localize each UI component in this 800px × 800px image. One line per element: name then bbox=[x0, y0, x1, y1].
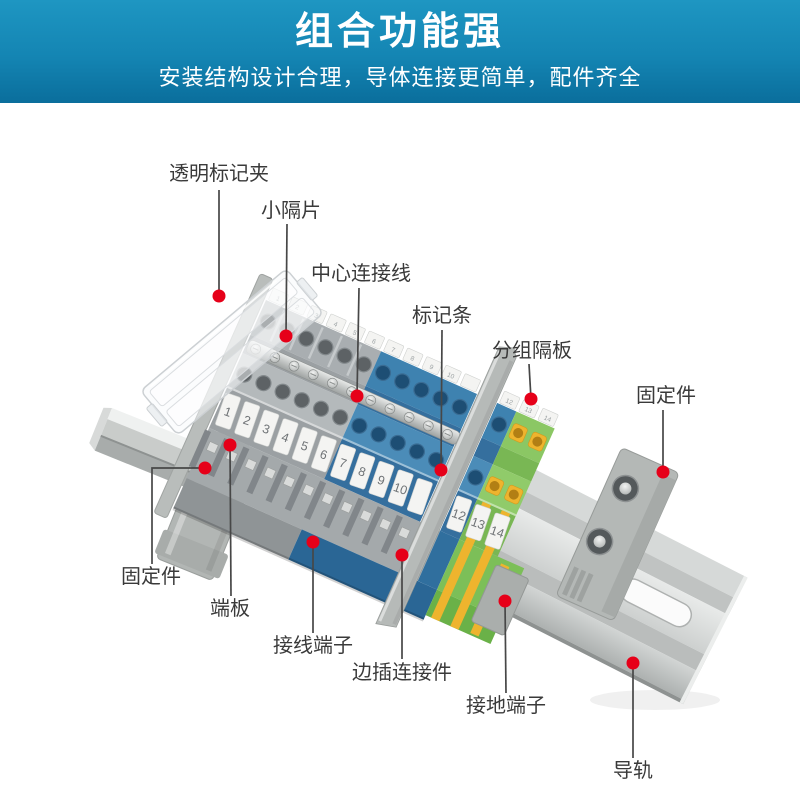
callout-layer: 透明标记夹 小隔片 中心连接线 标记条 分组隔板 固定件 固定件 端板 bbox=[121, 162, 696, 782]
svg-text:1: 1 bbox=[222, 404, 233, 420]
header-banner: 组合功能强 安装结构设计合理，导体连接更简单，配件齐全 bbox=[0, 0, 800, 103]
page-title: 组合功能强 bbox=[294, 10, 505, 53]
svg-text:3: 3 bbox=[260, 421, 271, 437]
svg-text:14: 14 bbox=[543, 415, 553, 424]
label-wiring-terminal: 接线端子 bbox=[273, 634, 353, 657]
svg-text:13: 13 bbox=[523, 406, 533, 415]
callout-dot bbox=[198, 461, 212, 475]
right-fixing-bracket bbox=[556, 448, 679, 620]
leader-line bbox=[285, 223, 288, 337]
callout-dot bbox=[524, 392, 538, 406]
leader-line bbox=[229, 444, 232, 597]
svg-text:7: 7 bbox=[390, 347, 397, 355]
leader-line bbox=[151, 467, 199, 564]
svg-text:10: 10 bbox=[391, 480, 409, 498]
svg-text:2: 2 bbox=[241, 413, 252, 429]
svg-text:8: 8 bbox=[356, 464, 367, 480]
top-hole-row-2 bbox=[236, 366, 524, 505]
label-side-plug-connector: 边插连接件 bbox=[352, 661, 452, 684]
label-fixing-piece-left: 固定件 bbox=[121, 565, 181, 588]
svg-text:4: 4 bbox=[280, 430, 291, 446]
callout-dot bbox=[212, 289, 226, 303]
svg-text:6: 6 bbox=[371, 338, 378, 346]
label-small-separator: 小隔片 bbox=[261, 199, 321, 222]
svg-text:10: 10 bbox=[446, 371, 456, 380]
callout-dot bbox=[279, 329, 293, 343]
callout-dot bbox=[656, 465, 670, 479]
leader-line bbox=[440, 329, 443, 471]
leader-line bbox=[504, 600, 507, 694]
label-fixing-piece-right: 固定件 bbox=[636, 384, 696, 407]
svg-text:9: 9 bbox=[376, 473, 387, 489]
svg-text:13: 13 bbox=[469, 515, 487, 533]
rail-shadow bbox=[590, 690, 720, 710]
label-din-rail: 导轨 bbox=[613, 759, 653, 782]
svg-text:4: 4 bbox=[332, 321, 339, 329]
group-partition bbox=[375, 346, 517, 628]
label-ground-terminal: 接地端子 bbox=[466, 694, 546, 717]
leader-line bbox=[356, 287, 360, 397]
callout-dot bbox=[626, 656, 640, 670]
svg-text:12: 12 bbox=[504, 397, 514, 406]
transparent-marker-clip bbox=[142, 270, 322, 434]
label-group-partition: 分组隔板 bbox=[492, 339, 572, 362]
page-subtitle: 安装结构设计合理，导体连接更简单，配件齐全 bbox=[158, 65, 642, 91]
callout-dot bbox=[306, 535, 320, 549]
svg-text:6: 6 bbox=[318, 447, 329, 463]
svg-text:8: 8 bbox=[409, 355, 416, 363]
svg-text:14: 14 bbox=[488, 523, 506, 541]
foot-contacts bbox=[188, 429, 411, 555]
callout-dot bbox=[223, 438, 237, 452]
callout-dot bbox=[434, 463, 448, 477]
svg-text:5: 5 bbox=[351, 329, 358, 337]
label-end-plate: 端板 bbox=[210, 597, 250, 620]
label-center-connection-wire: 中心连接线 bbox=[311, 262, 411, 285]
label-marker-strip: 标记条 bbox=[412, 304, 472, 327]
svg-text:12: 12 bbox=[450, 506, 468, 524]
svg-text:7: 7 bbox=[337, 456, 348, 472]
label-transparent-marker-clip: 透明标记夹 bbox=[169, 162, 269, 185]
callout-dot bbox=[350, 389, 364, 403]
svg-text:5: 5 bbox=[299, 439, 310, 455]
svg-text:9: 9 bbox=[428, 364, 435, 372]
callout-dot bbox=[395, 548, 409, 562]
callout-dot bbox=[498, 594, 512, 608]
